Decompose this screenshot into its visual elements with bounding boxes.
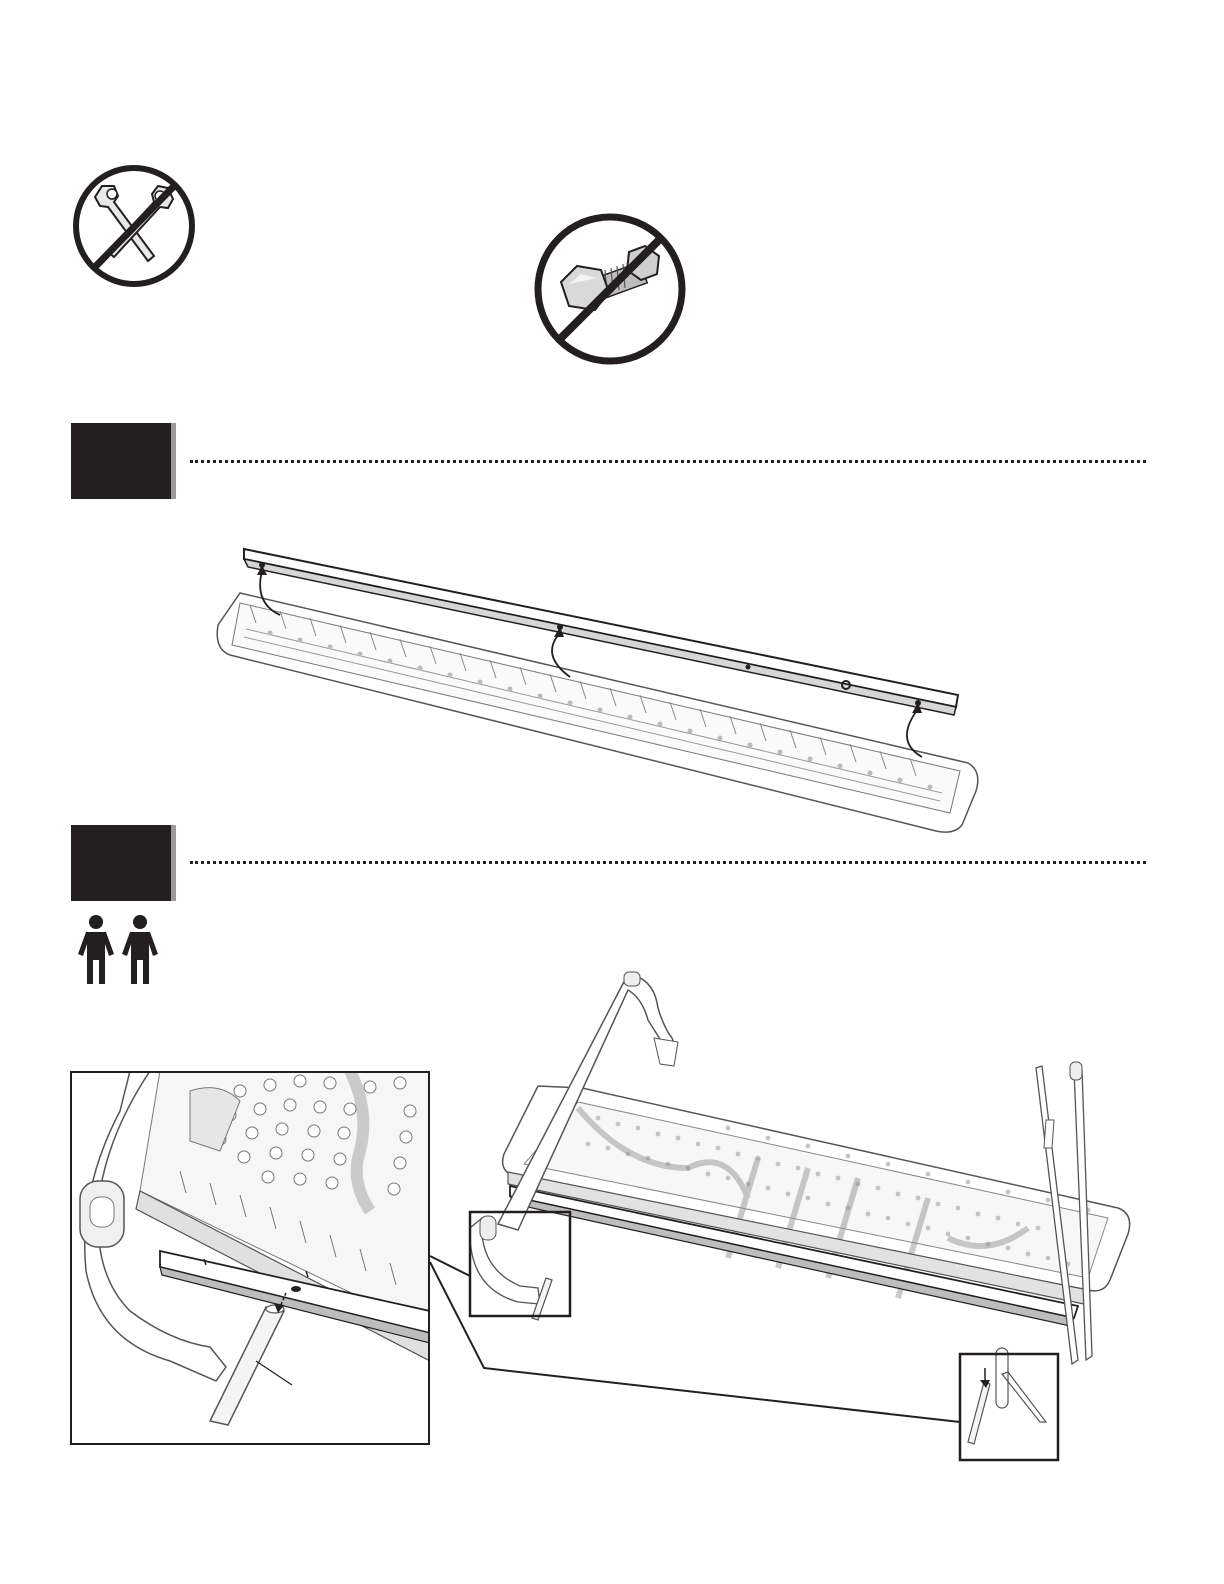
callout-connector-lines: [0, 0, 1224, 1584]
